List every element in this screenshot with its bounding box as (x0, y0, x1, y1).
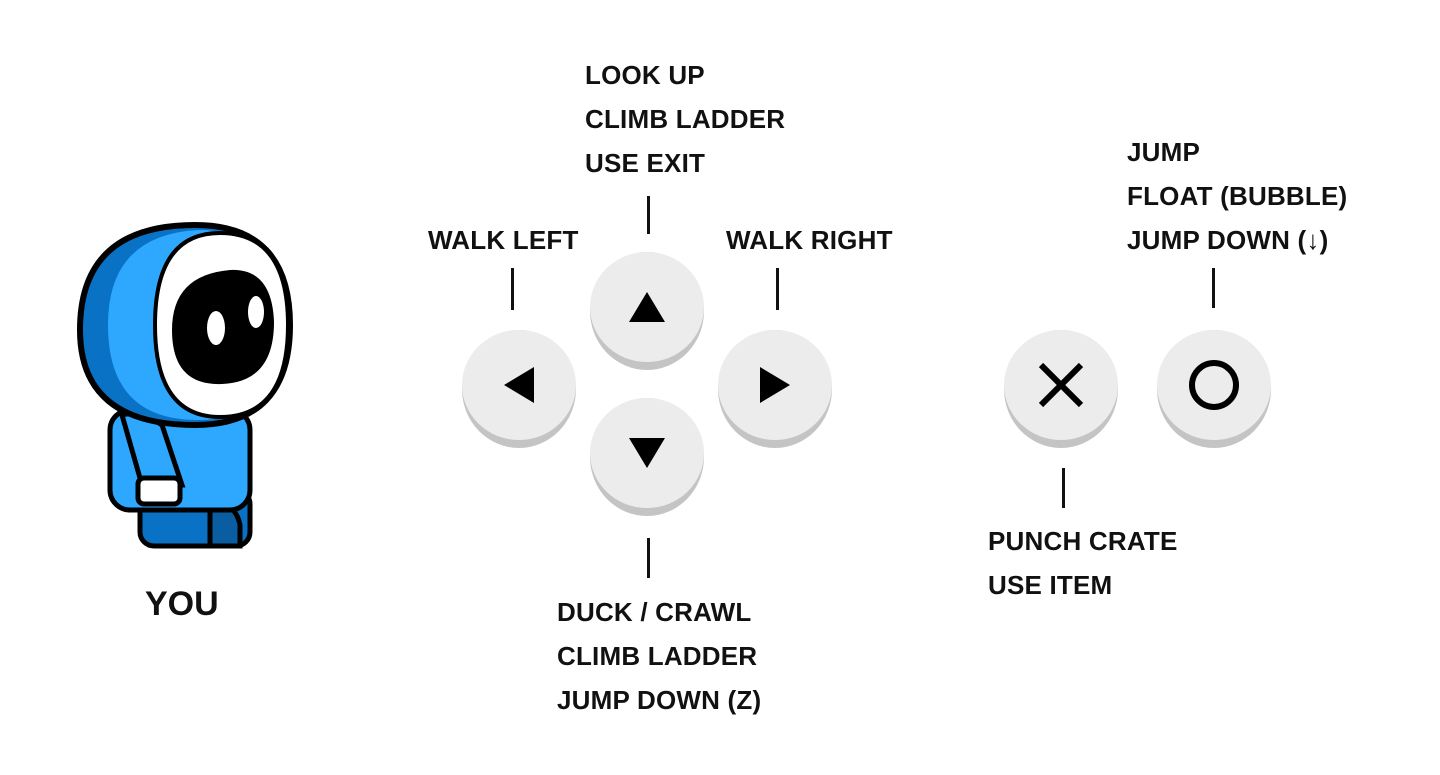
label-line: FLOAT (BUBBLE) (1127, 181, 1348, 211)
cross-button[interactable] (1004, 330, 1118, 448)
cross-button-connector (1062, 468, 1065, 508)
triangle-up-icon (629, 292, 665, 322)
label-line: LOOK UP (585, 60, 705, 90)
cross-button-label: PUNCH CRATE USE ITEM (988, 519, 1178, 607)
label-line: PUNCH CRATE (988, 526, 1178, 556)
label-line: JUMP (1127, 137, 1201, 167)
label-line: WALK RIGHT (726, 225, 893, 255)
label-line: CLIMB LADDER (585, 104, 786, 134)
dpad-right-label: WALK RIGHT (726, 218, 893, 262)
dpad-down-connector (647, 538, 650, 578)
cross-icon (1038, 362, 1084, 408)
label-line: JUMP DOWN (Z) (557, 685, 762, 715)
label-line: WALK LEFT (428, 225, 579, 255)
player-character (76, 221, 294, 549)
label-line: USE ITEM (988, 570, 1113, 600)
dpad-down-button[interactable] (590, 398, 704, 516)
dpad-up-connector (647, 196, 650, 234)
circle-icon (1189, 360, 1239, 410)
dpad-up-label: LOOK UP CLIMB LADDER USE EXIT (585, 53, 785, 185)
dpad-right-connector (776, 268, 779, 310)
triangle-right-icon (760, 367, 790, 403)
circle-button-connector (1212, 268, 1215, 308)
dpad-up-button[interactable] (590, 252, 704, 370)
dpad-right-button[interactable] (718, 330, 832, 448)
dpad-left-label: WALK LEFT (428, 218, 579, 262)
dpad-left-button[interactable] (462, 330, 576, 448)
dpad-left-connector (511, 268, 514, 310)
label-line: CLIMB LADDER (557, 641, 758, 671)
circle-button[interactable] (1157, 330, 1271, 448)
label-line: JUMP DOWN (↓) (1127, 225, 1329, 255)
dpad-down-label: DUCK / CRAWL CLIMB LADDER JUMP DOWN (Z) (557, 590, 761, 722)
label-line: DUCK / CRAWL (557, 597, 752, 627)
triangle-left-icon (504, 367, 534, 403)
player-label: YOU (145, 585, 219, 623)
triangle-down-icon (629, 438, 665, 468)
circle-button-label: JUMP FLOAT (BUBBLE) JUMP DOWN (↓) (1127, 130, 1347, 262)
label-line: USE EXIT (585, 148, 706, 178)
